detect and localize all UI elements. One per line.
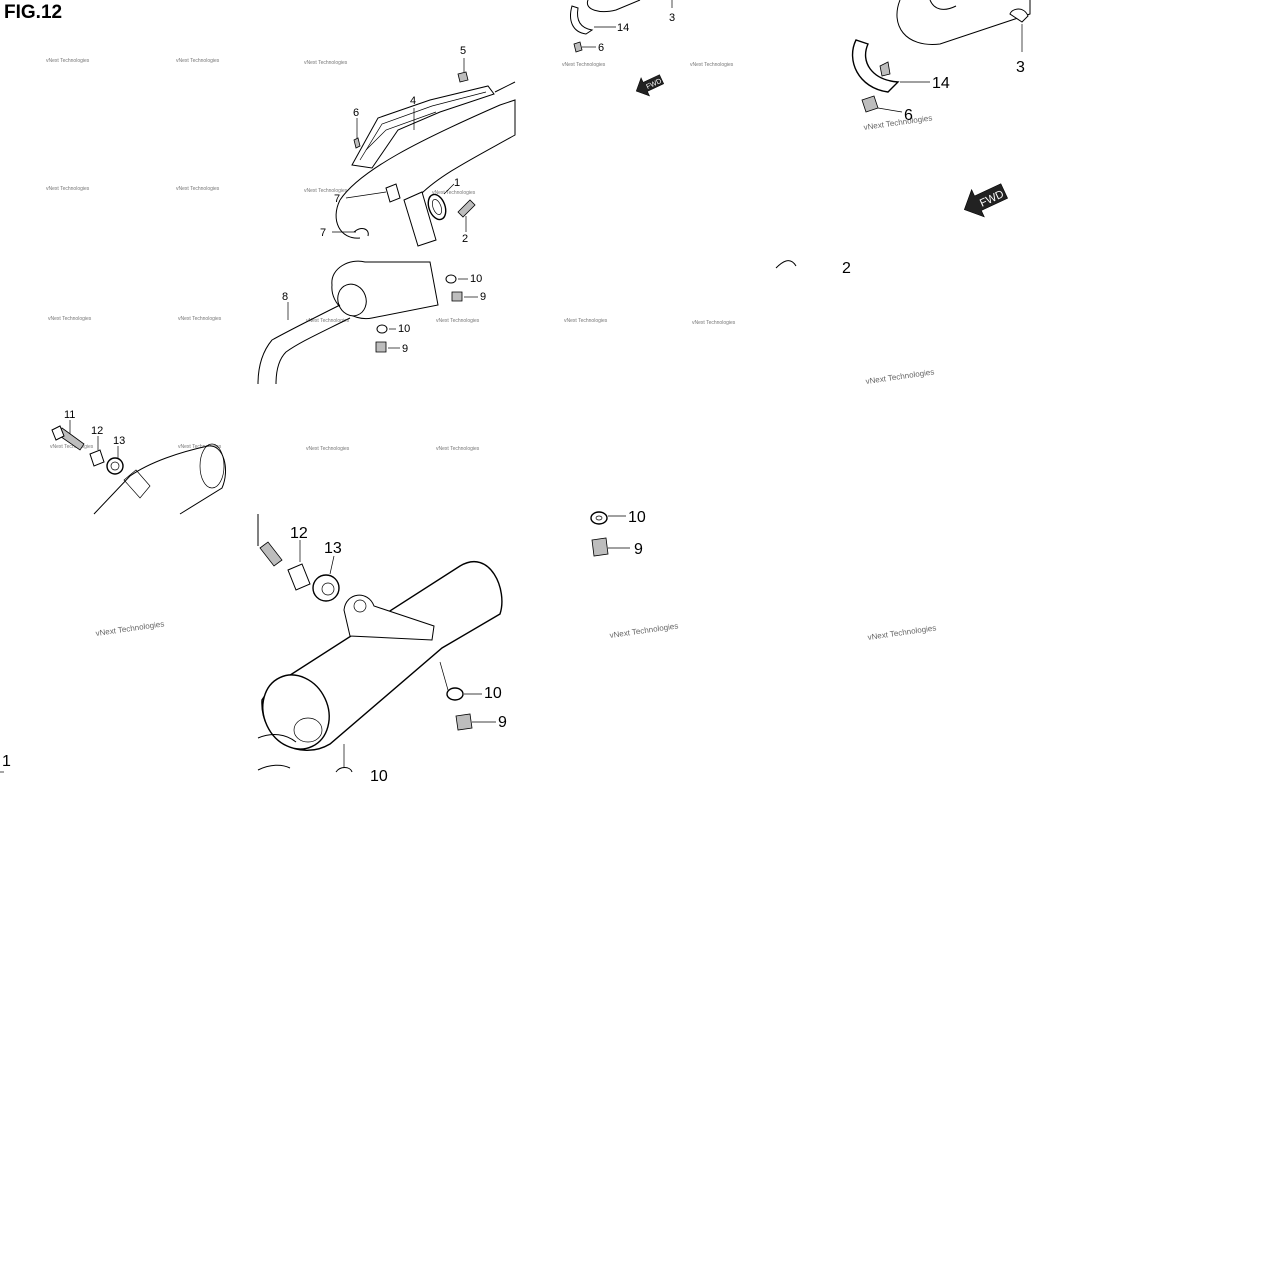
callout-number: 5	[460, 45, 466, 57]
clamp-band	[570, 5, 594, 35]
callout-number: 6	[904, 107, 913, 124]
callout-number: 1	[454, 177, 460, 189]
detail-clamp-small: 14 6 3 FWD	[570, 0, 675, 97]
watermark: vNext Technologies	[432, 190, 476, 196]
watermark: vNext Technologies	[865, 367, 935, 386]
callout-number: 7	[320, 227, 326, 239]
watermark: vNext Technologies	[690, 62, 734, 68]
detail-bracket-large: 12 13 10 9 10	[257, 514, 507, 785]
grommet	[312, 574, 340, 602]
callout-number: 9	[634, 541, 643, 558]
nut	[375, 341, 387, 353]
watermark: vNext Technologies	[692, 320, 736, 326]
watermark: vNext Technologies	[436, 318, 480, 324]
fwd-arrow-icon: FWD	[635, 74, 665, 97]
callout-number: 10	[484, 685, 502, 702]
collar	[287, 563, 311, 591]
callout-number: 8	[282, 291, 288, 303]
heat-shield	[351, 85, 495, 169]
watermark: vNext Technologies	[306, 318, 350, 324]
callout-number: 4	[410, 95, 416, 107]
washer	[376, 324, 388, 334]
callout-number: 9	[498, 714, 507, 731]
watermark: vNext Technologies	[95, 619, 165, 638]
callout-number: 13	[324, 540, 342, 557]
detail-clamp-large: 14 6 3 FWD 2	[775, 0, 1031, 277]
callout-number: 7	[334, 193, 340, 205]
watermark: vNext Technologies	[863, 113, 933, 132]
figure-title: FIG.12	[4, 2, 63, 23]
callout-number: 14	[932, 75, 950, 92]
washer	[445, 274, 457, 284]
nut	[451, 291, 463, 302]
watermark: vNext Technologies	[46, 58, 90, 64]
clamp-band	[851, 39, 900, 93]
watermark: vNext Technologies	[609, 621, 679, 640]
callout-number: 12	[290, 525, 308, 542]
detail-bracket-small: 11 12 13	[51, 409, 226, 515]
watermark: vNext Technologies	[564, 318, 608, 324]
screw	[573, 41, 583, 53]
watermark: vNext Technologies	[562, 62, 606, 68]
callout-number: 12	[91, 425, 103, 437]
watermark: vNext Technologies	[304, 60, 348, 66]
callout-number: 9	[402, 343, 408, 355]
grommet	[106, 457, 124, 475]
watermark: vNext Technologies	[436, 446, 480, 452]
callout-number: 1	[2, 753, 11, 770]
watermark: vNext Technologies	[178, 444, 222, 450]
overview-view: 5 6 4 1 7 7 2 10 9 8 10 9	[257, 45, 516, 385]
callout-number: 14	[617, 22, 629, 34]
watermark: vNext Technologies	[50, 444, 94, 450]
watermark: vNext Technologies	[46, 186, 90, 192]
washer	[446, 687, 464, 701]
mounting-bracket	[343, 594, 435, 641]
callout-number: 10	[470, 273, 482, 285]
clamp-clip	[1009, 8, 1029, 23]
callout-number: 11	[64, 409, 75, 421]
detail-fasteners: 10 9	[590, 509, 646, 558]
callout-number: 10	[398, 323, 410, 335]
bolt	[457, 71, 469, 83]
watermark: vNext Technologies	[178, 316, 222, 322]
fwd-arrow-icon: FWD	[963, 183, 1008, 218]
callout-number: 10	[370, 768, 388, 785]
watermark: vNext Technologies	[176, 186, 220, 192]
collar	[89, 449, 105, 467]
stud	[457, 199, 476, 218]
muffler-end	[93, 445, 226, 515]
watermark: vNext Technologies	[176, 58, 220, 64]
callout-number: 2	[462, 233, 468, 245]
flange	[403, 191, 437, 247]
watermark: vNext Technologies	[867, 623, 937, 642]
callout-number: 10	[628, 509, 646, 526]
watermark-layer: vNext Technologies vNext Technologies vN…	[46, 58, 937, 642]
stud	[259, 541, 283, 567]
callout-number: 2	[842, 260, 851, 277]
callout-number: 3	[669, 12, 675, 24]
clamp	[385, 183, 401, 203]
watermark: vNext Technologies	[48, 316, 92, 322]
callout-number: 3	[1016, 59, 1025, 76]
exhaust-pipe	[339, 99, 516, 201]
watermark: vNext Technologies	[306, 446, 350, 452]
nut	[591, 537, 609, 557]
callout-number: 6	[353, 107, 359, 119]
fwd-label: FWD	[978, 188, 1006, 209]
screw	[861, 95, 879, 113]
nut	[455, 713, 473, 731]
callout-number: 13	[113, 435, 125, 447]
screw	[353, 137, 361, 149]
watermark: vNext Technologies	[304, 188, 348, 194]
callout-number: 6	[598, 42, 604, 54]
clamp	[353, 228, 369, 237]
callout-number: 9	[480, 291, 486, 303]
washer	[590, 511, 608, 525]
